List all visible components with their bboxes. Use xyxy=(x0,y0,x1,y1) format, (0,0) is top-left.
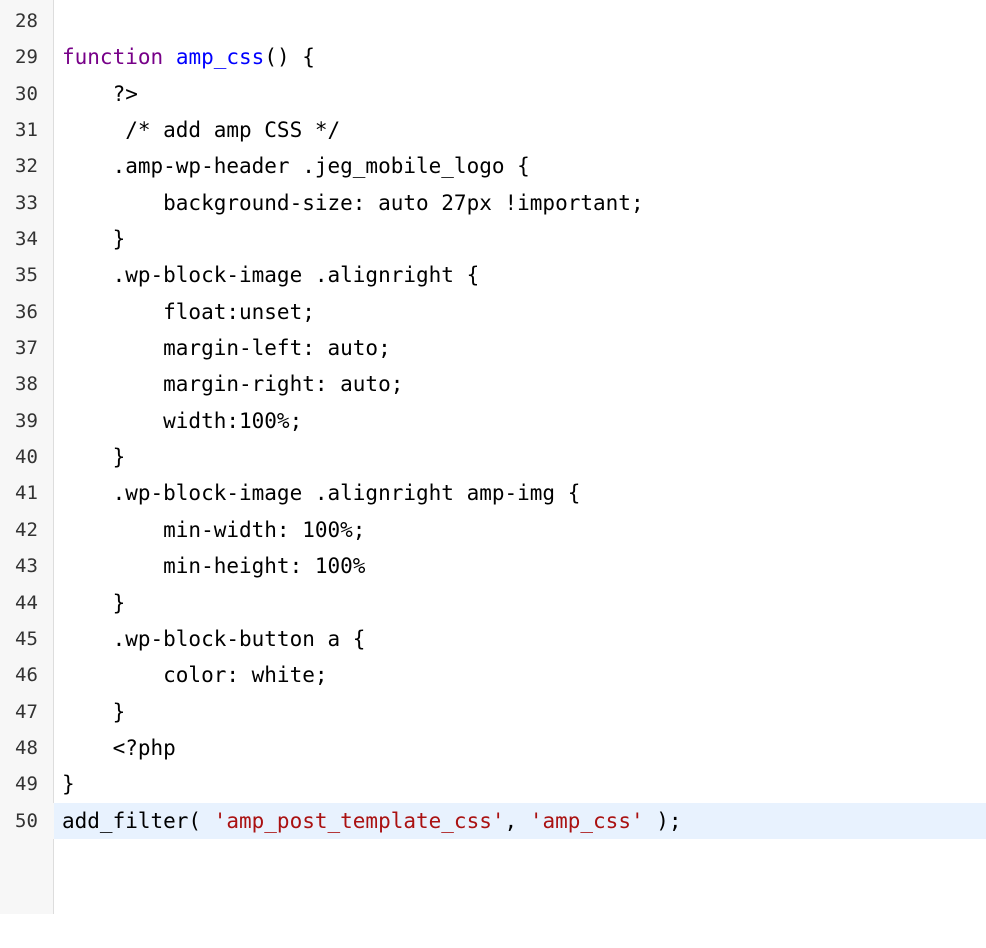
code-text: } xyxy=(62,227,126,252)
code-line[interactable]: 45 .wp-block-button a { xyxy=(0,621,986,657)
line-number: 42 xyxy=(15,518,38,541)
code-line[interactable]: 49 } xyxy=(0,766,986,802)
line-number: 50 xyxy=(0,802,54,839)
code-text: } xyxy=(62,590,126,615)
comment-text: /* add amp CSS */ xyxy=(62,118,341,143)
code-line[interactable]: 37 margin-left: auto; xyxy=(0,330,986,366)
line-number: 30 xyxy=(15,82,38,105)
code-text: float:unset; xyxy=(62,299,315,324)
code-line[interactable]: 31 /* add amp CSS */ xyxy=(0,112,986,148)
code-line[interactable]: 36 float:unset; xyxy=(0,294,986,330)
code-line[interactable]: 46 color: white; xyxy=(0,657,986,693)
code-text: add_filter( 'amp_post_template_css', 'am… xyxy=(62,803,682,839)
code-text: function amp_css() { xyxy=(62,39,315,75)
keyword-token: function xyxy=(62,45,164,70)
string-token: 'amp_css' xyxy=(529,808,644,833)
line-number-gutter xyxy=(0,0,54,914)
line-number: 37 xyxy=(15,337,38,360)
code-text: margin-right: auto; xyxy=(62,372,404,397)
code-text: .wp-block-image .alignright amp-img { xyxy=(62,481,581,506)
code-text: min-height: 100% xyxy=(62,554,366,579)
line-number: 36 xyxy=(15,300,38,323)
code-line[interactable]: 48 <?php xyxy=(0,730,986,766)
code-token: , xyxy=(504,808,530,833)
code-text: margin-left: auto; xyxy=(62,336,391,361)
code-text: min-width: 100%; xyxy=(62,517,366,542)
code-line[interactable]: 43 min-height: 100% xyxy=(0,548,986,584)
code-line[interactable]: 28 xyxy=(0,3,986,39)
line-number: 29 xyxy=(15,46,38,69)
code-line[interactable]: 32 .amp-wp-header .jeg_mobile_logo { xyxy=(0,148,986,184)
code-line[interactable]: 41 .wp-block-image .alignright amp-img { xyxy=(0,475,986,511)
code-text: .wp-block-image .alignright { xyxy=(62,263,480,288)
code-line[interactable]: 39 width:100%; xyxy=(0,403,986,439)
code-line[interactable]: 35 .wp-block-image .alignright { xyxy=(0,257,986,293)
line-number: 35 xyxy=(15,264,38,287)
code-text: .amp-wp-header .jeg_mobile_logo { xyxy=(62,154,530,179)
code-text: background-size: auto 27px !important; xyxy=(62,190,644,215)
code-line[interactable]: 29 function amp_css() { xyxy=(0,39,986,75)
code-text: width:100%; xyxy=(62,408,303,433)
function-name-token: amp_css xyxy=(175,45,265,70)
code-text: <?php xyxy=(62,735,176,760)
line-number: 33 xyxy=(15,191,38,214)
code-line[interactable]: 38 margin-right: auto; xyxy=(0,366,986,402)
code-text: color: white; xyxy=(62,663,328,688)
code-lines: 28 29 function amp_css() { 30 ?> 31 /* a… xyxy=(0,3,986,839)
line-number: 45 xyxy=(15,627,38,650)
code-editor[interactable]: 28 29 function amp_css() { 30 ?> 31 /* a… xyxy=(0,0,986,914)
code-text: .wp-block-button a { xyxy=(62,626,366,651)
line-number: 43 xyxy=(15,555,38,578)
active-code-line[interactable]: 50 add_filter( 'amp_post_template_css', … xyxy=(0,802,986,839)
line-number: 48 xyxy=(15,736,38,759)
code-line[interactable]: 47 } xyxy=(0,694,986,730)
line-number: 47 xyxy=(15,700,38,723)
code-line[interactable]: 42 min-width: 100%; xyxy=(0,512,986,548)
code-line[interactable]: 44 } xyxy=(0,585,986,621)
line-number: 39 xyxy=(15,409,38,432)
code-line[interactable]: 30 ?> xyxy=(0,76,986,112)
code-text: } xyxy=(62,445,126,470)
code-line[interactable]: 40 } xyxy=(0,439,986,475)
line-number: 31 xyxy=(15,119,38,142)
line-number: 28 xyxy=(15,10,38,32)
code-text: } xyxy=(62,699,126,724)
line-number: 34 xyxy=(15,228,38,251)
string-token: 'amp_post_template_css' xyxy=(213,808,505,833)
line-number: 49 xyxy=(15,773,38,796)
code-token: ); xyxy=(643,808,682,833)
line-number: 46 xyxy=(15,664,38,687)
line-number: 41 xyxy=(15,482,38,505)
code-token: () { xyxy=(264,45,315,70)
line-number: 44 xyxy=(15,591,38,614)
code-text: } xyxy=(62,772,75,797)
line-number: 32 xyxy=(15,155,38,178)
code-text: ?> xyxy=(62,81,138,106)
code-line[interactable]: 33 background-size: auto 27px !important… xyxy=(0,185,986,221)
code-line[interactable]: 34 } xyxy=(0,221,986,257)
line-number: 40 xyxy=(15,446,38,469)
line-number: 38 xyxy=(15,373,38,396)
code-token: add_filter( xyxy=(62,808,214,833)
